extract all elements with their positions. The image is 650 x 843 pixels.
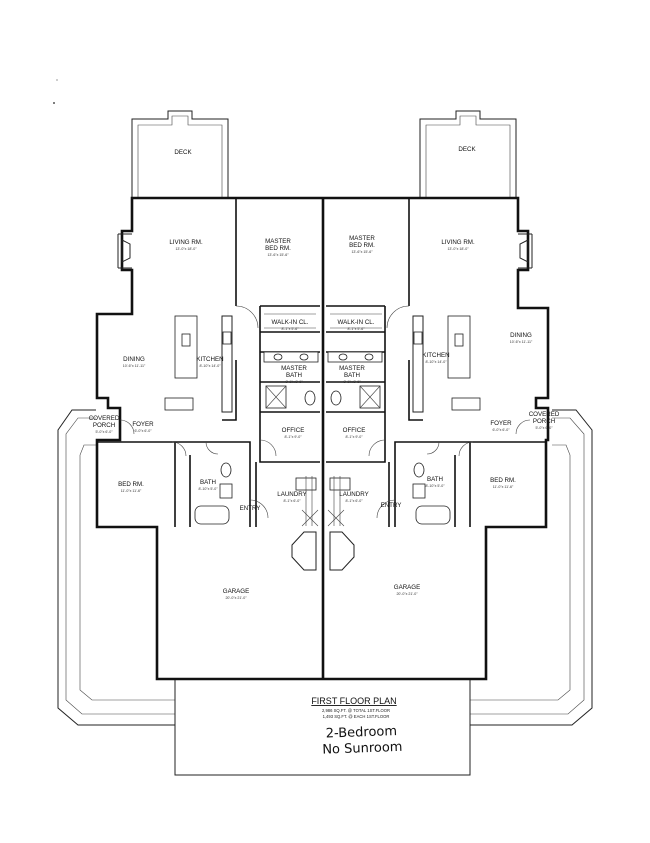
entry-right-label: ENTRY — [381, 502, 402, 509]
handwritten-note: 2-Bedroom No Sunroom — [322, 724, 403, 758]
master-bed-left-label-2: BED RM. — [265, 245, 291, 252]
deck-right — [419, 110, 517, 198]
entry-left-label: ENTRY — [240, 505, 261, 512]
walkin-left-label: WALK-IN CL. — [272, 319, 309, 326]
master-bath-left-label-2: BATH — [286, 372, 302, 379]
master-bed-right-label-2: BED RM. — [349, 242, 375, 249]
title-block: FIRST FLOOR PLAN 2,986 SQ.FT. @ TOTAL 1S… — [311, 696, 396, 719]
kitchen-right-dim: 8'-10"x 14'-0" — [425, 360, 447, 364]
deck-right-label: DECK — [458, 146, 476, 153]
plan-area-each: 1,493 SQ.FT. @ EACH 1ST.FLOOR — [323, 714, 390, 719]
room-labels: DECK DECK LIVING RM. 13'-0"x 18'-0" LIVI… — [89, 146, 560, 600]
dining-right-label: DINING — [510, 332, 532, 339]
laundry-right-label: LAUNDRY — [339, 491, 368, 498]
master-bath-right-label: MASTER — [339, 365, 365, 372]
master-bed-left-dim: 13'-6"x 15'-6" — [267, 253, 289, 257]
master-bath-left-dim: 8'-1"x 8'-6" — [285, 380, 303, 384]
site-outline — [57, 409, 593, 776]
garage-right-label: GARAGE — [394, 584, 420, 591]
living-right-label: LIVING RM. — [441, 239, 475, 246]
bath-right-label: BATH — [427, 476, 443, 483]
covered-porch-right-label: COVERED — [529, 411, 560, 418]
covered-porch-left-label-2: PORCH — [93, 422, 115, 429]
master-bed-right-dim: 13'-6"x 15'-6" — [351, 250, 373, 254]
laundry-right-dim: 8'-1"x 6'-0" — [345, 499, 363, 503]
bath-left-dim: 8'-10"x 5'-0" — [198, 487, 218, 491]
kitchen-left-label: KITCHEN — [196, 356, 223, 363]
foyer-left-dim: 6'-0"x 6'-0" — [134, 429, 152, 433]
kitchen-right-label: KITCHEN — [422, 352, 449, 359]
covered-porch-left-dim: 5'-0"x 6'-0" — [95, 430, 113, 434]
master-bed-left-label: MASTER — [265, 238, 291, 245]
bed-right-label: BED RM. — [490, 477, 516, 484]
walkin-left-dim: 8'-1"x 5'-6" — [281, 327, 299, 331]
master-bed-right-label: MASTER — [349, 235, 375, 242]
laundry-left-dim: 8'-1"x 6'-0" — [283, 499, 301, 503]
bath-right-dim: 8'-10"x 5'-0" — [425, 484, 445, 488]
stray-mark — [53, 102, 55, 104]
master-bath-left-label: MASTER — [281, 365, 307, 372]
bed-left-label: BED RM. — [118, 481, 144, 488]
office-left-label: OFFICE — [282, 427, 305, 434]
living-left-dim: 13'-0"x 18'-0" — [175, 247, 197, 251]
foyer-right-dim: 6'-0"x 6'-0" — [492, 428, 510, 432]
walkin-right-label: WALK-IN CL. — [338, 319, 375, 326]
interior-walls-left — [97, 198, 320, 527]
dining-left-dim: 10'-6"x 11'-11" — [123, 364, 146, 368]
master-bath-right-label-2: BATH — [344, 372, 360, 379]
garage-left-label: GARAGE — [223, 588, 249, 595]
plan-area-total: 2,986 SQ.FT. @ TOTAL 1ST.FLOOR — [322, 708, 390, 713]
foyer-left-label: FOYER — [132, 421, 154, 428]
living-right-dim: 13'-0"x 18'-0" — [447, 247, 469, 251]
laundry-left-label: LAUNDRY — [277, 491, 306, 498]
office-right-dim: 8'-1"x 9'-0" — [345, 435, 363, 439]
covered-porch-right-dim: 5'-0"x 6'-0" — [535, 426, 553, 430]
bed-left-dim: 11'-0"x 11'-6" — [121, 489, 142, 493]
foyer-right-label: FOYER — [490, 420, 512, 427]
walkin-right-dim: 8'-1"x 5'-6" — [347, 327, 365, 331]
office-left-dim: 8'-1"x 9'-0" — [284, 435, 302, 439]
dining-left-label: DINING — [123, 356, 145, 363]
master-bath-right-dim: 8'-1"x 8'-6" — [343, 380, 361, 384]
garage-left-dim: 20'-0"x 21'-0" — [225, 596, 247, 600]
dining-right-dim: 10'-6"x 11'-11" — [510, 340, 533, 344]
kitchen-left-dim: 8'-10"x 14'-0" — [199, 364, 221, 368]
plan-title: FIRST FLOOR PLAN — [311, 696, 396, 706]
deck-left-label: DECK — [174, 149, 192, 156]
bed-right-dim: 11'-0"x 11'-6" — [493, 485, 514, 489]
interior-walls-right — [326, 198, 546, 527]
living-left-label: LIVING RM. — [169, 239, 203, 246]
office-right-label: OFFICE — [343, 427, 366, 434]
garage-right-dim: 20'-0"x 21'-0" — [396, 592, 418, 596]
exterior-walls — [95, 196, 550, 681]
garage-entry-steps — [291, 476, 355, 571]
bath-left-label: BATH — [200, 479, 216, 486]
handwritten-line-2: No Sunroom — [322, 740, 403, 758]
stray-mark — [56, 79, 58, 81]
covered-porch-right-label-2: PORCH — [533, 418, 555, 425]
handwritten-line-1: 2-Bedroom — [326, 724, 398, 741]
covered-porch-left-label: COVERED — [89, 415, 120, 422]
deck-left — [131, 110, 229, 198]
